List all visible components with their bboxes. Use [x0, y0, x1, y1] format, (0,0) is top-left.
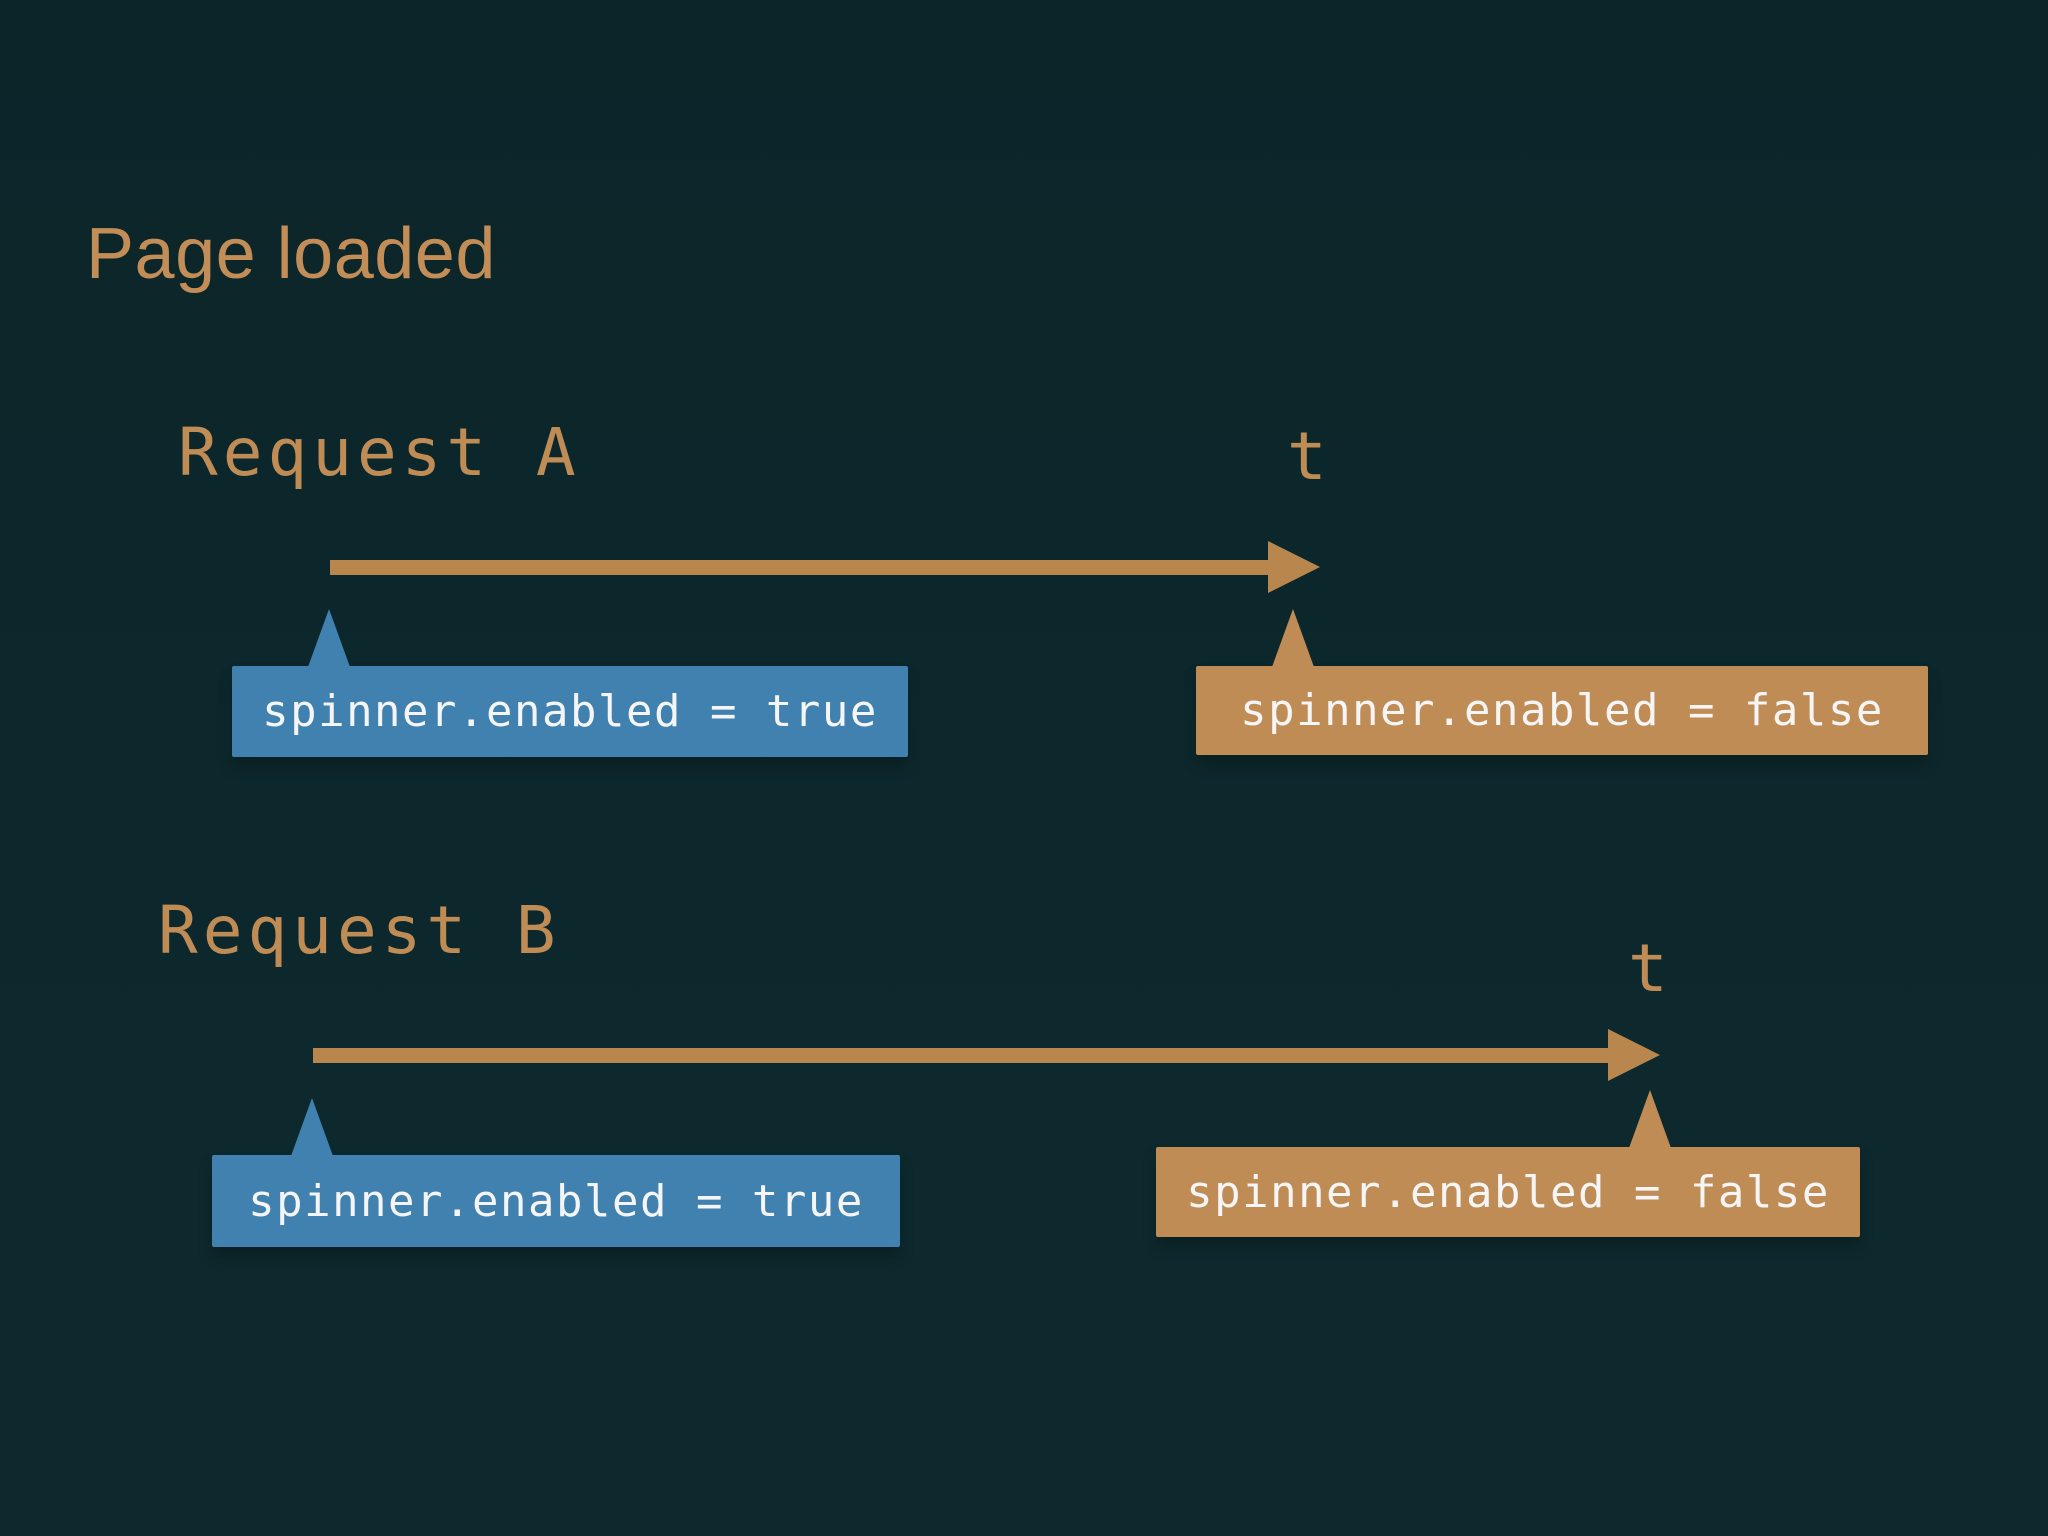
request-b-label: Request B [158, 892, 561, 969]
request-a-time-axis-label: t [1287, 418, 1327, 495]
request-b-end-callout: spinner.enabled = false [1156, 1090, 1860, 1237]
callout-pointer-up-icon [308, 609, 350, 667]
request-a-end-callout-text: spinner.enabled = false [1240, 685, 1884, 736]
request-b-arrowhead-icon [1608, 1029, 1660, 1081]
request-b-arrow-line [313, 1048, 1610, 1063]
callout-pointer-up-icon [291, 1098, 333, 1156]
callout-pointer-up-icon [1272, 609, 1314, 667]
request-a-arrow-line [330, 560, 1270, 575]
request-a-start-callout-text: spinner.enabled = true [262, 686, 878, 737]
page-title: Page loaded [86, 214, 496, 294]
request-b-time-axis-label: t [1628, 930, 1668, 1007]
request-a-label: Request A [178, 414, 581, 491]
request-a-arrowhead-icon [1268, 541, 1320, 593]
callout-pointer-up-icon [1629, 1090, 1671, 1148]
request-b-start-callout-text: spinner.enabled = true [248, 1175, 864, 1227]
request-b-start-callout: spinner.enabled = true [212, 1098, 900, 1247]
request-a-end-callout: spinner.enabled = false [1196, 609, 1928, 755]
request-b-end-callout-text: spinner.enabled = false [1186, 1166, 1830, 1218]
request-a-start-callout: spinner.enabled = true [232, 609, 908, 757]
